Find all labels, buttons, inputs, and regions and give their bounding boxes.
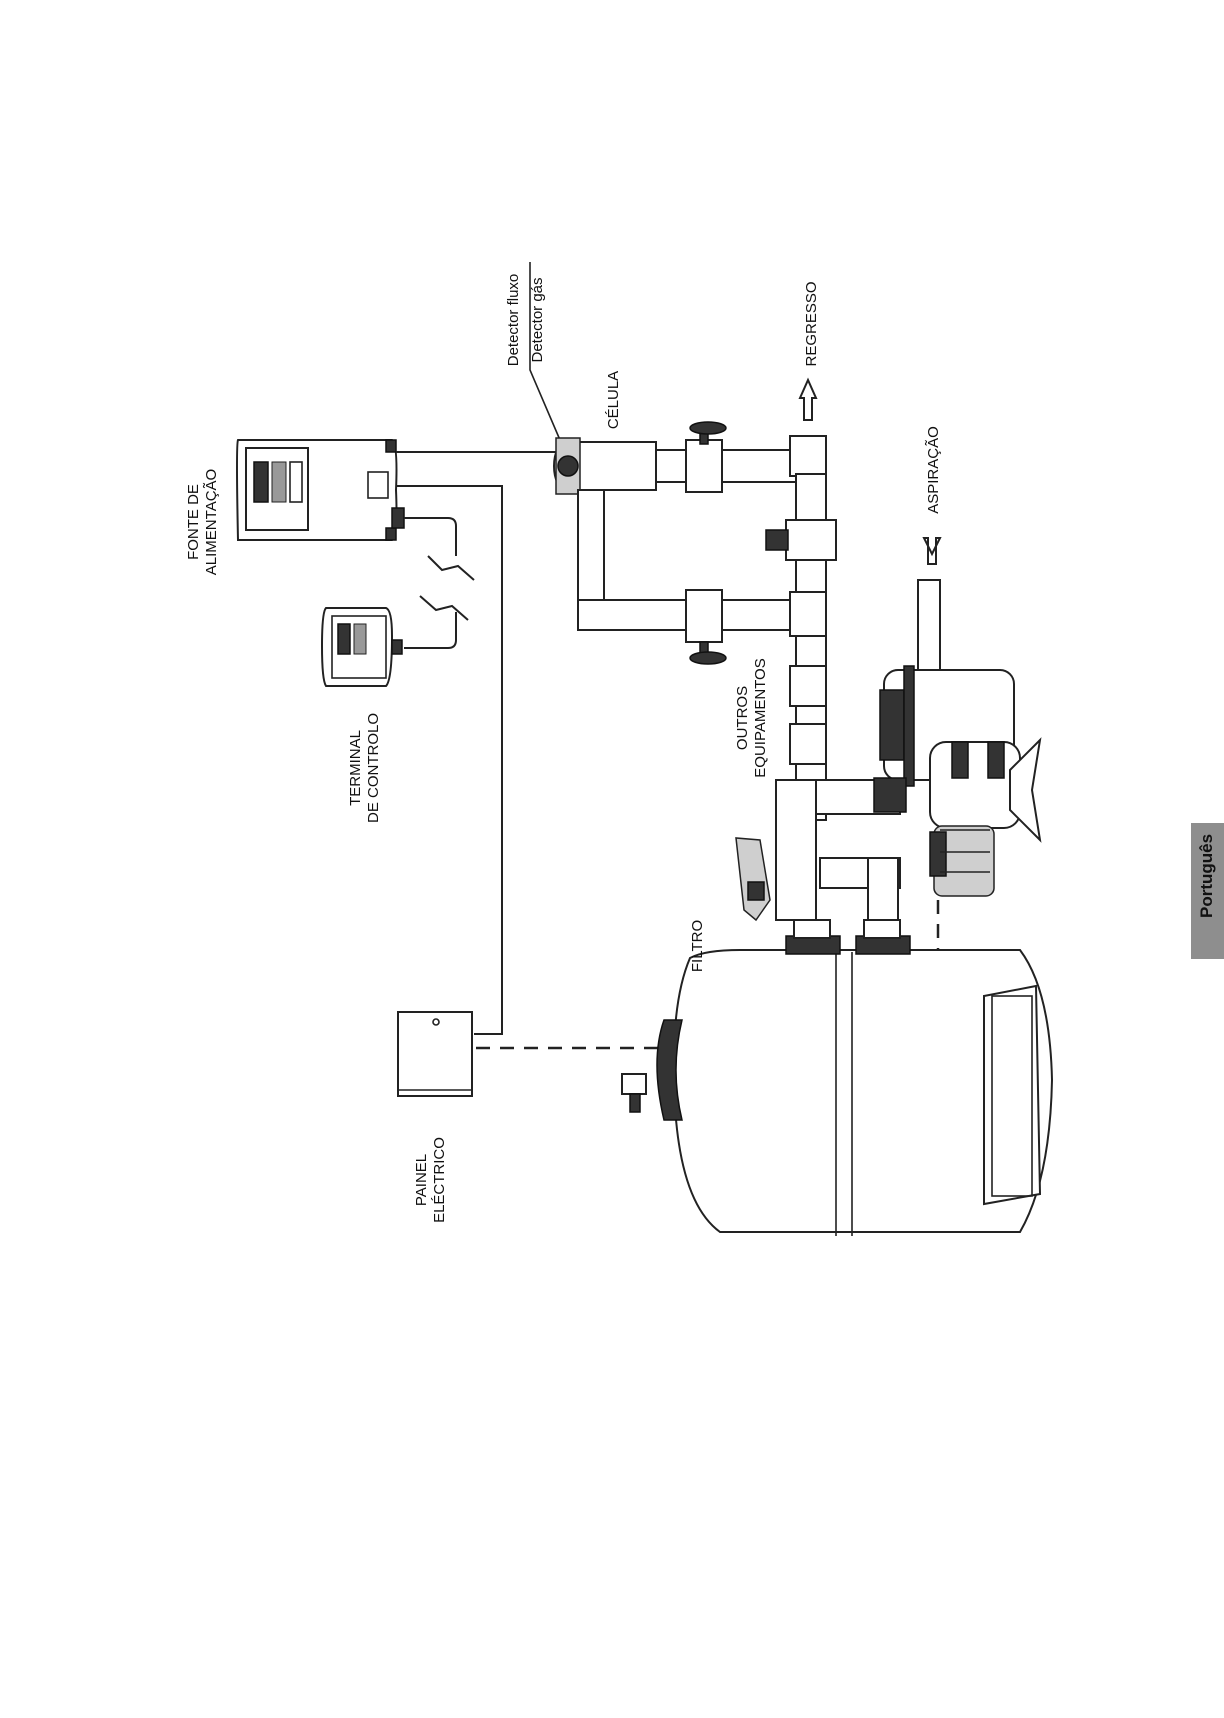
sand-filter <box>622 920 1052 1236</box>
language-tab-label: Português <box>1197 852 1217 918</box>
electrical-panel <box>398 1012 472 1096</box>
label-celula: CÉLULA <box>605 371 622 429</box>
svg-text:DE CONTROLO: DE CONTROLO <box>365 713 382 823</box>
label-aspiracao: ASPIRAÇÃO <box>925 426 942 514</box>
electrolysis-cell <box>554 438 656 494</box>
label-terminal-controlo: TERMINAL DE CONTROLO <box>347 713 382 823</box>
pump <box>874 538 1040 896</box>
power-supply-unit <box>237 440 404 540</box>
control-terminal <box>322 608 402 686</box>
label-regresso: REGRESSO <box>803 281 820 366</box>
label-outros-equipamentos: OUTROS EQUIPAMENTOS <box>734 658 769 777</box>
label-painel-electrico: PAINEL ELÉCTRICO <box>413 1137 448 1223</box>
communication-cable <box>404 518 474 648</box>
svg-text:TERMINAL: TERMINAL <box>347 730 364 806</box>
label-detector-fluxo: Detector fluxo <box>505 274 522 367</box>
svg-text:EQUIPAMENTOS: EQUIPAMENTOS <box>752 658 769 777</box>
svg-text:ALIMENTAÇÃO: ALIMENTAÇÃO <box>203 469 220 575</box>
svg-text:ELÉCTRICO: ELÉCTRICO <box>431 1137 448 1223</box>
svg-text:FONTE DE: FONTE DE <box>185 484 202 560</box>
label-detector-gas: Detector gás <box>529 277 546 362</box>
svg-text:PAINEL: PAINEL <box>413 1154 430 1206</box>
label-fonte-alimentacao: FONTE DE ALIMENTAÇÃO <box>185 469 220 575</box>
label-filtro: FILTRO <box>689 920 706 972</box>
svg-text:OUTROS: OUTROS <box>734 686 751 750</box>
